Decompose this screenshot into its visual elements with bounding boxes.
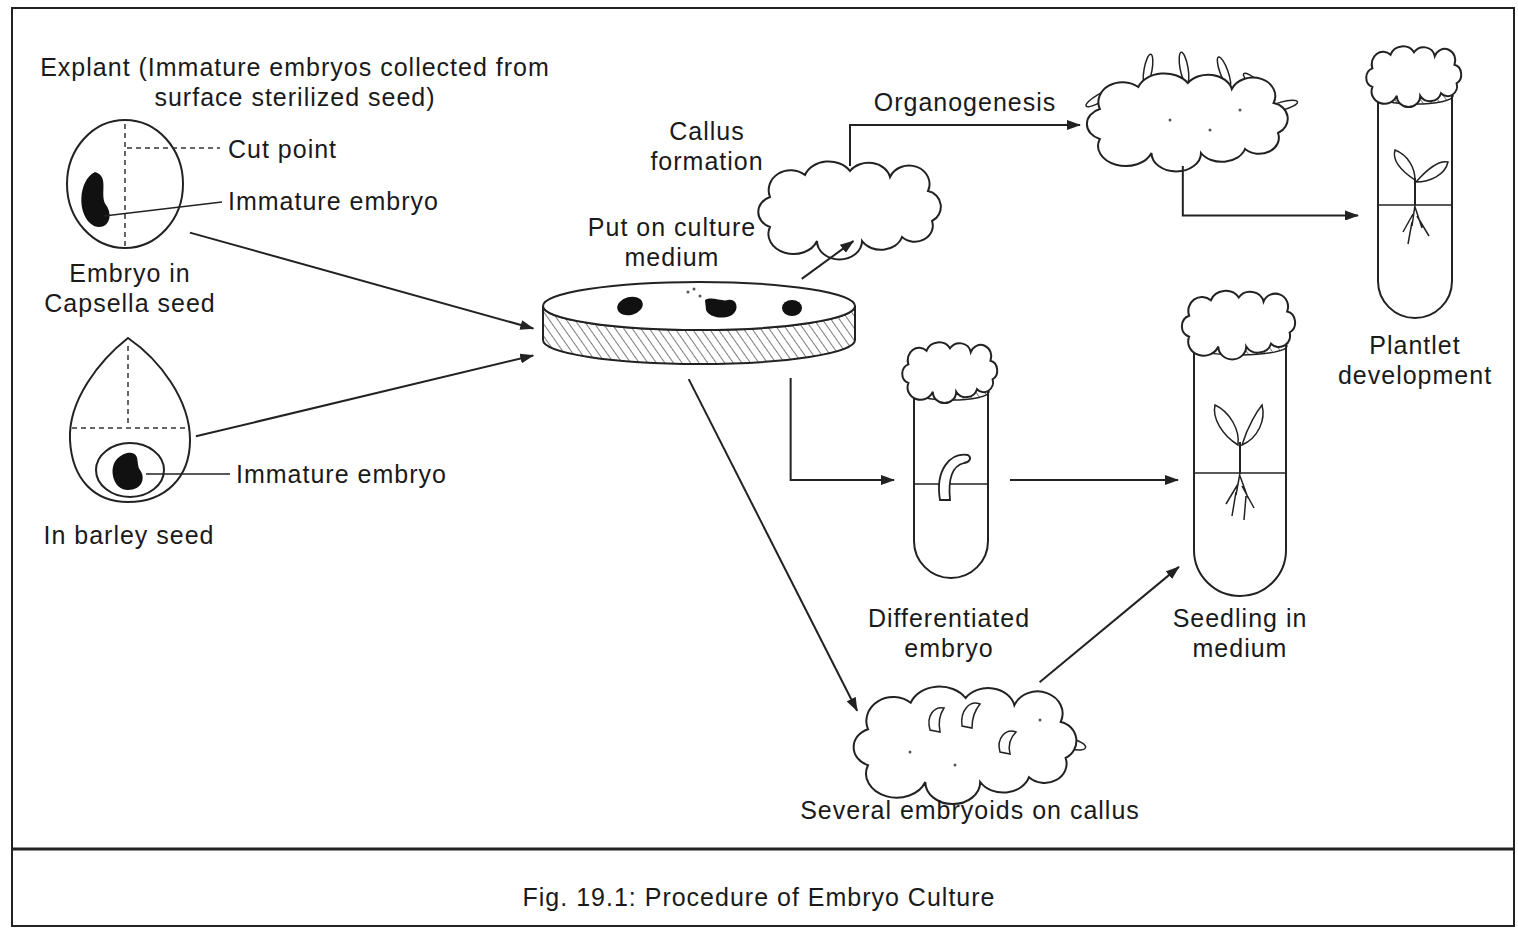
cut-line [124,124,126,246]
test-tube [1194,342,1286,596]
plantlet-leaf [1394,150,1415,180]
differentiated-embryo [939,455,970,500]
arrow-connector [689,379,857,711]
embryo-explant [705,299,737,318]
callout-label: Cut point [228,134,428,164]
immature-embryo [113,453,143,490]
cut-line [127,346,129,426]
arrow-connector [1010,479,1178,481]
stage-figure: In barley seed [66,336,192,502]
stage-label: Put on culture medium [557,212,787,272]
cotton-plug [902,342,997,403]
embryoid [929,708,944,732]
stage-label: Embryo in Capsella seed [20,258,240,318]
barley-seed [70,338,190,502]
stipple [909,751,912,754]
capsella-seed [67,120,183,248]
embryo-explant [615,294,645,318]
test-tube [914,388,988,578]
stipple [954,764,957,767]
seedling-leaf [1242,405,1263,445]
stage-figure: Put on culture medium [541,280,857,372]
stage-figure: Callus formation [752,168,952,240]
stage-label: Plantlet development [1320,330,1510,390]
leader-line [127,147,220,149]
edge-label: Organogenesis [871,87,1060,117]
test-tube [1378,92,1452,318]
stage-label: Callus formation [632,116,782,176]
arrow-connector [1183,166,1358,215]
stage-figure: Several embryoids on callus [858,686,1082,792]
embryo-explant [782,300,802,316]
callus-organogenesis [1087,73,1288,171]
plantlet-roots [1403,205,1429,244]
stipple [1039,719,1042,722]
figure-caption: Fig. 19.1: Procedure of Embryo Culture [20,882,1498,912]
embryo-region [96,443,164,497]
stage-label: Seedling in medium [1150,603,1330,663]
cotton-plug [1366,46,1461,107]
leader-line [104,202,222,216]
stipple [1239,109,1242,112]
seedling-leaf [1214,405,1238,445]
stage-label: In barley seed [19,520,239,550]
stipple [693,288,696,291]
embryoid [999,731,1016,754]
callout-label: Immature embryo [228,186,488,216]
stage-figure: Differentiated embryo [898,342,1000,580]
stage-label: Several embryoids on callus [720,795,1220,825]
stage-figure [1086,62,1292,162]
arrow-connector [850,125,1080,166]
arrow-connector [196,355,533,436]
explant-note: Explant (Immature embryos collected from… [15,52,575,112]
stage-label: Differentiated embryo [834,603,1064,663]
stipple [687,291,690,294]
arrow-connector [1040,567,1179,682]
plantlet-leaf [1416,162,1448,182]
cut-line [72,427,188,429]
stage-figure: Plantlet development [1362,52,1468,320]
arrow-connector [802,241,854,279]
arrow-connector [190,233,533,329]
seedling-stem [1239,442,1241,473]
stipple [1169,119,1172,122]
immature-embryo [81,172,109,227]
stipple [1209,129,1212,132]
medium-level [914,483,988,485]
callout-label: Immature embryo [236,459,496,489]
stipple [699,295,702,298]
figure-frame [12,8,1514,926]
embryoid [962,703,980,728]
culture-medium [543,282,855,330]
cotton-plug [1182,291,1295,360]
leader-line [146,473,230,475]
stage-figure: Embryo in Capsella seed [66,118,186,250]
callus-embryoids [854,687,1077,805]
caption-divider [12,848,1514,851]
seedling-roots [1226,473,1254,520]
arrow-connector [791,378,894,480]
stage-figure: Seedling in medium [1182,292,1298,598]
